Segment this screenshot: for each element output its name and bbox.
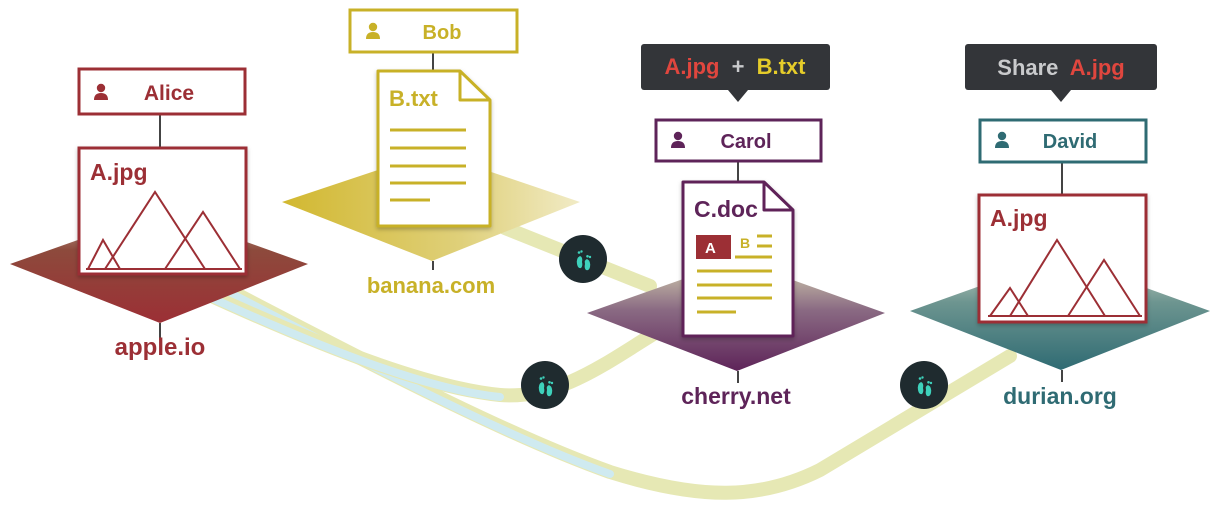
user-box-banana[interactable]: Bob bbox=[348, 8, 519, 54]
domain-apple: apple.io bbox=[115, 334, 206, 361]
user-name-apple: Alice bbox=[144, 82, 194, 105]
callout-durian: Share A.jpg bbox=[965, 44, 1157, 102]
file-card-apple[interactable] bbox=[77, 146, 248, 276]
file-name-banana: B.txt bbox=[389, 86, 439, 111]
footprint-marker-3[interactable] bbox=[900, 361, 948, 409]
mountain-image-icon bbox=[988, 238, 1142, 317]
callout-cherry-plus: + bbox=[732, 54, 745, 79]
callout-cherry-part2: B.txt bbox=[757, 54, 807, 79]
callout-durian-text: Share A.jpg bbox=[997, 55, 1124, 80]
callout-durian-verb: Share bbox=[997, 55, 1058, 80]
node-apple: Alice A.jpg apple.io bbox=[10, 67, 308, 361]
node-durian: Share A.jpg David A.jpg durian.org bbox=[910, 44, 1210, 409]
node-cherry: A.jpg + B.txt Carol C.doc A B bbox=[587, 44, 885, 409]
callout-cherry-text: A.jpg + B.txt bbox=[665, 54, 807, 79]
mountain-image-icon bbox=[86, 190, 242, 270]
callout-cherry-part1: A.jpg bbox=[665, 54, 720, 79]
node-banana: Bob B.txt banana.com bbox=[282, 8, 580, 298]
domain-banana: banana.com bbox=[367, 273, 495, 298]
footprint-marker-2[interactable] bbox=[521, 361, 569, 409]
callout-cherry: A.jpg + B.txt bbox=[641, 44, 830, 102]
file-name-cherry: C.doc bbox=[694, 196, 758, 222]
domain-durian: durian.org bbox=[1003, 383, 1117, 409]
user-name-banana: Bob bbox=[423, 22, 462, 44]
doc-badge-a: A bbox=[705, 240, 716, 257]
doc-badge-b: B bbox=[740, 235, 750, 251]
user-box-cherry[interactable]: Carol bbox=[654, 118, 823, 163]
user-box-apple[interactable]: Alice bbox=[77, 67, 247, 116]
file-name-durian: A.jpg bbox=[990, 205, 1048, 231]
user-box-durian[interactable]: David bbox=[978, 118, 1148, 164]
trace-apple-cherry-cyan bbox=[201, 291, 504, 401]
trace-paths bbox=[198, 221, 1017, 500]
text-lines-icon bbox=[390, 128, 466, 202]
user-name-durian: David bbox=[1043, 131, 1097, 153]
footprint-marker-1[interactable] bbox=[559, 235, 607, 283]
user-name-cherry: Carol bbox=[720, 131, 771, 153]
composite-doc-icon: A B bbox=[696, 234, 772, 314]
file-card-durian[interactable] bbox=[977, 193, 1148, 324]
file-name-apple: A.jpg bbox=[90, 159, 148, 185]
callout-durian-file: A.jpg bbox=[1070, 55, 1125, 80]
domain-cherry: cherry.net bbox=[681, 383, 791, 409]
